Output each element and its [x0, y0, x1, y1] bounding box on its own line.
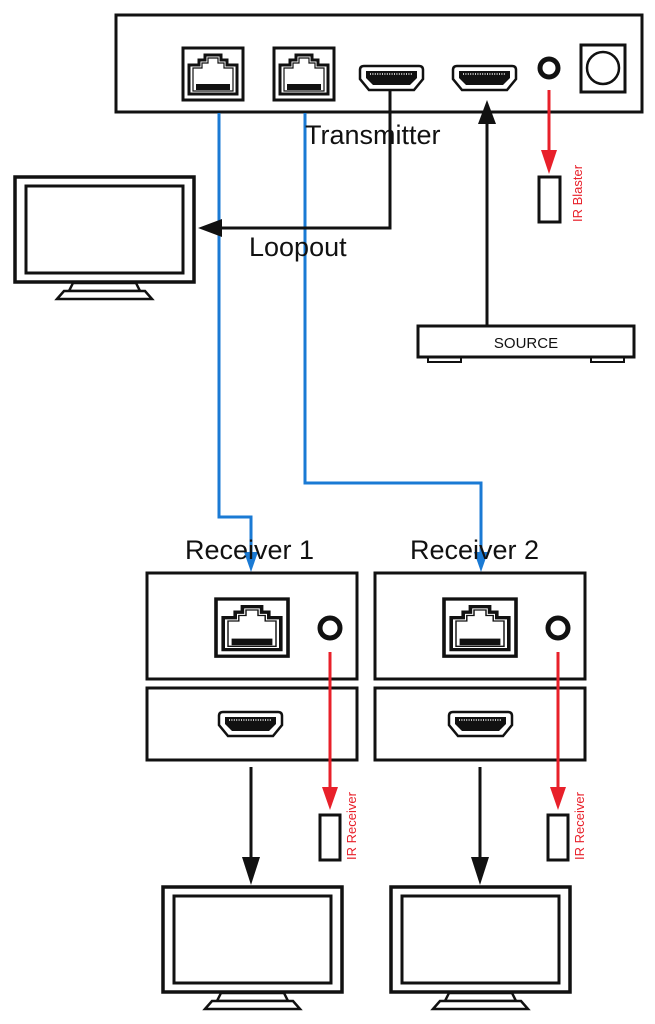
receiver-1-arrow-icon: [242, 857, 260, 885]
loopout-arrow-icon: [198, 219, 222, 237]
hdmi-output-port-icon: [447, 710, 514, 738]
receiver-1-tv-icon: [161, 885, 344, 1011]
transmitter: [114, 13, 644, 114]
receiver-1: [145, 571, 359, 762]
loopout-line: [215, 91, 392, 230]
ir-blaster-label: IR Blaster: [570, 164, 585, 222]
loopout-tv-icon: [13, 175, 196, 301]
source-arrow-icon: [478, 100, 496, 124]
cat-arrow-icon: [244, 552, 258, 572]
ir-jack-icon: [545, 615, 571, 641]
source-label: SOURCE: [494, 335, 558, 352]
receiver-2-tv-icon: [389, 885, 572, 1011]
rj45-port-icon: [181, 46, 245, 102]
rj45-port-icon: [272, 46, 336, 102]
hdmi-input-port-icon: [451, 64, 518, 92]
transmitter-label: Transmitter: [305, 120, 441, 150]
receiver-2-label: Receiver 2: [410, 535, 539, 565]
ir-receiver-2-icon: [546, 813, 570, 862]
cat-cable-receiver-1: [217, 113, 253, 560]
ir-blaster-arrow-icon: [541, 150, 557, 174]
loopout-label: Loopout: [249, 232, 347, 262]
ir-arrow-icon: [322, 787, 338, 810]
source-box: [416, 324, 636, 359]
ir-receiver-1-icon: [318, 813, 342, 862]
cat-cable-receiver-2: [303, 113, 483, 560]
ir-jack-icon: [537, 56, 561, 80]
ir-blaster-icon: [537, 175, 562, 224]
source-device: SOURCE: [416, 324, 636, 363]
ir-receiver-2-label: IR Receiver: [572, 791, 587, 860]
rj45-port-icon: [214, 597, 290, 659]
receiver-1-label: Receiver 1: [185, 535, 314, 565]
ir-arrow-icon: [550, 787, 566, 810]
ir-receiver-1-label: IR Receiver: [344, 791, 359, 860]
hdmi-output-port-icon: [217, 710, 284, 738]
receiver-2-arrow-icon: [471, 857, 489, 885]
cat-arrow-icon: [474, 552, 488, 572]
rj45-port-icon: [442, 597, 518, 659]
hdmi-loopout-port-icon: [358, 64, 425, 92]
power-jack-ring-icon: [585, 50, 621, 86]
ir-jack-icon: [317, 615, 343, 641]
receiver-2: [373, 571, 587, 762]
